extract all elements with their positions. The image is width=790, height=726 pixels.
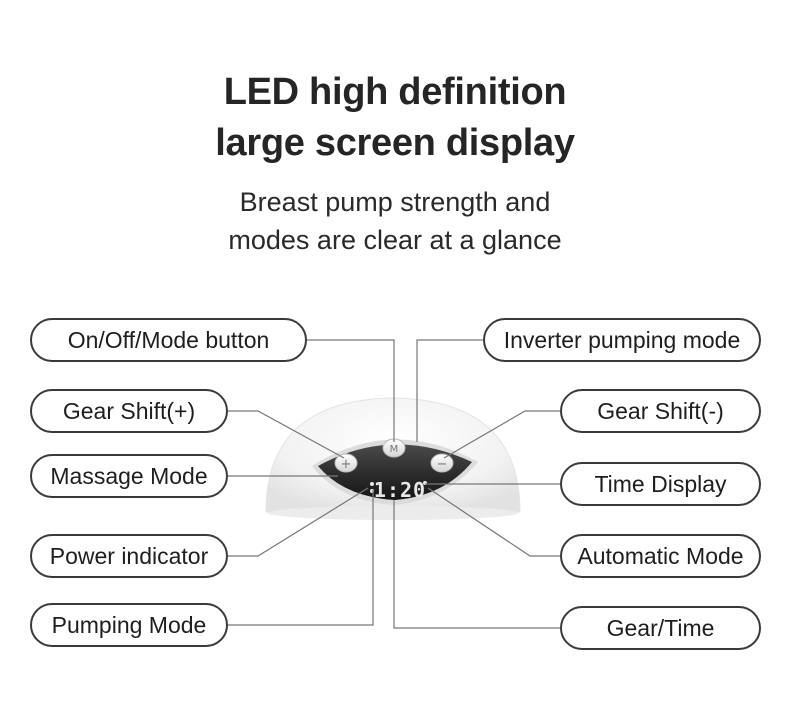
- label-inverter-pumping-mode: Inverter pumping mode: [483, 318, 761, 362]
- power-indicator-dot: [370, 482, 374, 486]
- mode-icon: M: [390, 444, 399, 455]
- label-on-off-mode-button: On/Off/Mode button: [30, 318, 307, 362]
- label-automatic-mode: Automatic Mode: [560, 534, 761, 578]
- leader-gear-plus: [228, 410, 345, 459]
- leader-inverter: [416, 339, 483, 442]
- label-power-indicator: Power indicator: [30, 534, 228, 578]
- time-readout: 1:20: [374, 478, 426, 502]
- leader-lines: [228, 339, 560, 629]
- label-pumping-mode: Pumping Mode: [30, 603, 228, 647]
- leader-gear-minus: [443, 410, 560, 459]
- leader-pumping: [228, 490, 374, 626]
- led-display: 1:20: [370, 478, 427, 502]
- gear-minus-button[interactable]: −: [430, 453, 454, 473]
- leader-gear-time: [393, 500, 560, 629]
- label-gear-shift-minus: Gear Shift(-): [560, 389, 761, 433]
- heading-line-1: LED high definition: [223, 71, 567, 113]
- minus-icon: −: [437, 457, 448, 472]
- label-gear-shift-plus: Gear Shift(+): [30, 389, 228, 433]
- subheading-line-1: Breast pump strength and: [239, 187, 551, 217]
- label-gear-time: Gear/Time: [560, 606, 761, 650]
- gear-plus-button[interactable]: +: [334, 453, 358, 473]
- label-massage-mode: Massage Mode: [30, 454, 228, 498]
- subheading-line-2: modes are clear at a glance: [228, 225, 562, 255]
- plus-icon: +: [341, 457, 352, 472]
- heading-line-2: large screen display: [215, 122, 575, 164]
- leader-on-off: [307, 339, 395, 442]
- leader-power: [228, 487, 369, 557]
- leader-auto: [427, 487, 560, 557]
- label-time-display: Time Display: [560, 462, 761, 506]
